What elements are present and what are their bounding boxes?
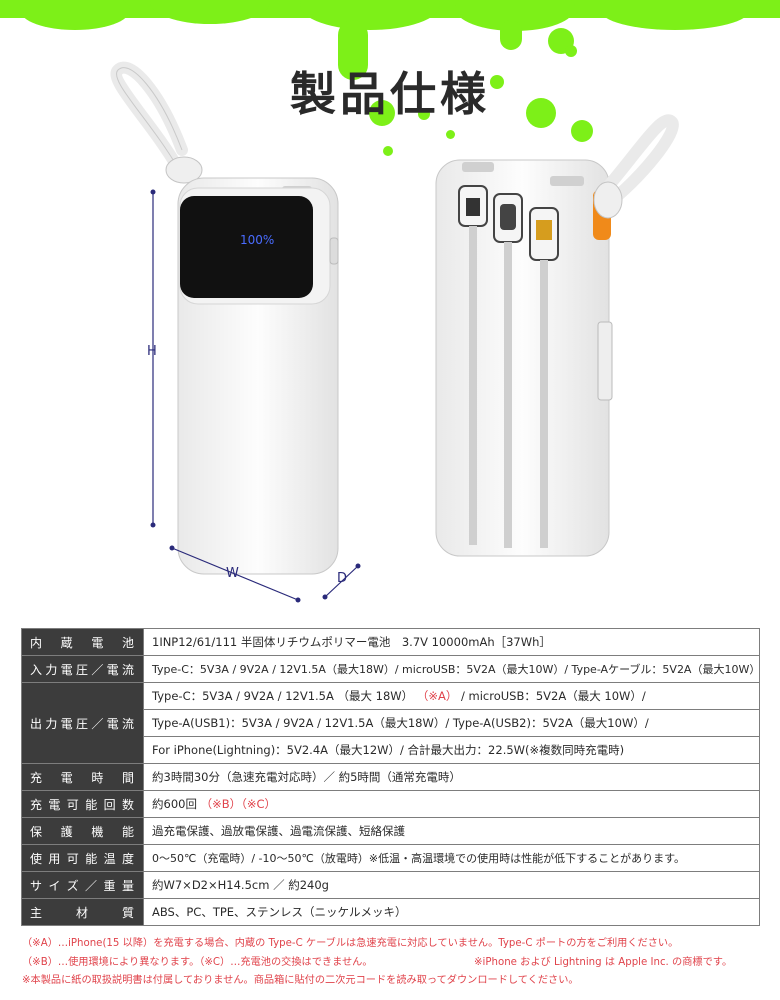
spec-row: サイズ／重量 約W7×D2×H14.5cm ／ 約240g — [21, 871, 760, 899]
width-label: W — [226, 566, 239, 581]
product-drawing: 100% — [110, 61, 679, 603]
spec-value-text: 約600回 — [152, 797, 197, 811]
spec-row: 出力電圧／電流 Type-C：5V3A / 9V2A / 12V1.5A （最大… — [21, 682, 760, 764]
spec-key: 入力電圧／電流 — [21, 655, 144, 683]
spec-key: 充電可能回数 — [21, 790, 144, 818]
front-power-bank: 100% — [177, 177, 339, 575]
spec-key: 充電時間 — [21, 763, 144, 791]
footnote-a: （※A）…iPhone(15 以降）を充電する場合、内蔵の Type-C ケーブ… — [22, 938, 679, 949]
spec-value: 1INP12/61/111 半固体リチウムポリマー電池 3.7V 10000mA… — [143, 628, 760, 656]
footnote-row: （※B）…使用環境により異なります。（※C）…充電池の交換はできません。 ※iP… — [22, 954, 762, 973]
note-a-marker: （※A） — [416, 689, 458, 703]
footnote-apple: ※iPhone および Lightning は Apple Inc. の商標です… — [474, 956, 733, 968]
depth-label: D — [337, 571, 348, 586]
back-power-bank — [435, 114, 679, 557]
front-strap — [110, 61, 203, 184]
height-label: H — [147, 344, 157, 359]
display-reading: 100% — [240, 233, 274, 247]
spec-key: 主材質 — [21, 898, 144, 926]
spec-row: For iPhone(Lightning)：5V2.4A（最大12W）/ 合計最… — [22, 736, 760, 764]
spec-key: 内蔵電池 — [21, 628, 144, 656]
note-bc-marker: （※B）（※C） — [200, 797, 277, 811]
spec-value: 約3時間30分（急速充電対応時）／ 約5時間（通常充電時） — [143, 763, 760, 791]
spec-row: 入力電圧／電流 Type-C：5V3A / 9V2A / 12V1.5A（最大1… — [21, 655, 760, 683]
spec-row: 保護機能 過充電保護、過放電保護、過電流保護、短絡保護 — [21, 817, 760, 845]
spec-value: 過充電保護、過放電保護、過電流保護、短絡保護 — [143, 817, 760, 845]
hero-illustration: 製品仕様 100% — [0, 0, 780, 603]
spec-key: 使用可能温度 — [21, 844, 144, 872]
dimension-lines — [150, 189, 361, 603]
spec-key: サイズ／重量 — [21, 871, 144, 899]
footnotes: （※A）…iPhone(15 以降）を充電する場合、内蔵の Type-C ケーブ… — [22, 935, 762, 991]
spec-value: ABS、PC、TPE、ステンレス（ニッケルメッキ） — [143, 898, 760, 926]
page-title: 製品仕様 — [290, 67, 490, 121]
spec-key: 保護機能 — [21, 817, 144, 845]
spec-value: Type-A(USB1)：5V3A / 9V2A / 12V1.5A（最大18W… — [143, 709, 760, 737]
spec-table: 内蔵電池 1INP12/61/111 半固体リチウムポリマー電池 3.7V 10… — [21, 628, 760, 926]
spec-value-text: Type-C：5V3A / 9V2A / 12V1.5A （最大 18W） — [152, 689, 414, 703]
spec-row: 充電時間 約3時間30分（急速充電対応時）／ 約5時間（通常充電時） — [21, 763, 760, 791]
spec-value: 約W7×D2×H14.5cm ／ 約240g — [143, 871, 760, 899]
spec-value-text: / microUSB：5V2A（最大 10W）/ — [461, 689, 646, 703]
footnote-b: （※B）…使用環境により異なります。（※C）…充電池の交換はできません。 — [22, 956, 373, 968]
spec-value: For iPhone(Lightning)：5V2.4A（最大12W）/ 合計最… — [143, 736, 760, 764]
spec-value: Type-C：5V3A / 9V2A / 12V1.5A（最大18W）/ mic… — [143, 655, 760, 683]
spec-key: 出力電圧／電流 — [21, 682, 144, 764]
spec-row: 充電可能回数 約600回 （※B）（※C） — [21, 790, 760, 818]
spec-row: Type-A(USB1)：5V3A / 9V2A / 12V1.5A（最大18W… — [22, 709, 760, 737]
footnote-manual: ※本製品に紙の取扱説明書は付属しておりません。商品箱に貼付の二次元コードを読み取… — [22, 975, 579, 986]
spec-row: 主材質 ABS、PC、TPE、ステンレス（ニッケルメッキ） — [21, 898, 760, 926]
spec-value: 約600回 （※B）（※C） — [143, 790, 760, 818]
spec-value: 0～50℃（充電時）/ -10～50℃（放電時）※低温・高温環境での使用時は性能… — [143, 844, 760, 872]
spec-row: 内蔵電池 1INP12/61/111 半固体リチウムポリマー電池 3.7V 10… — [21, 628, 760, 656]
spec-value: Type-C：5V3A / 9V2A / 12V1.5A （最大 18W） （※… — [143, 682, 760, 710]
spec-row: 使用可能温度 0～50℃（充電時）/ -10～50℃（放電時）※低温・高温環境で… — [21, 844, 760, 872]
